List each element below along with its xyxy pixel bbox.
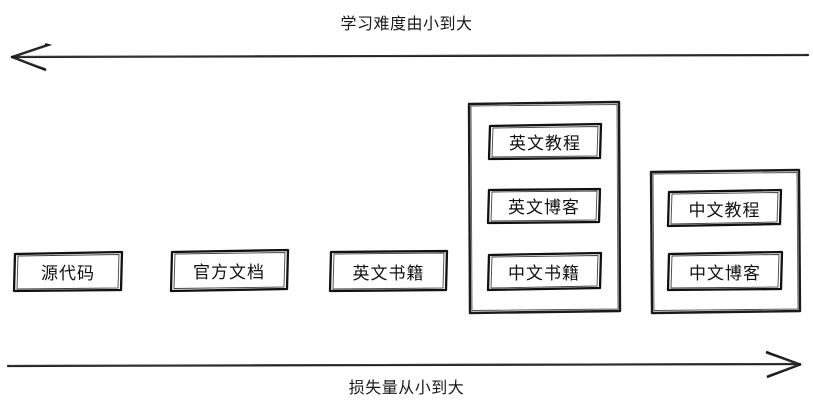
node-source-code[interactable]: 源代码	[41, 264, 95, 284]
top-axis-arrow	[10, 43, 810, 72]
top-axis-label: 学习难度由小到大	[340, 14, 473, 33]
node-english-tutorial[interactable]: 英文教程	[509, 134, 581, 154]
node-official-docs[interactable]: 官方文档	[193, 262, 265, 283]
node-chinese-tutorial[interactable]: 中文教程	[688, 200, 761, 221]
node-chinese-blog[interactable]: 中文博客	[689, 263, 761, 284]
bottom-axis-label: 损失量从小到大	[348, 378, 465, 397]
group-english-resources[interactable]	[468, 102, 620, 124]
group-chinese-resources[interactable]	[650, 170, 800, 190]
node-chinese-books[interactable]: 中文书籍	[508, 264, 580, 284]
node-english-books[interactable]: 英文书籍	[352, 263, 425, 284]
node-english-blog[interactable]: 英文博客	[508, 198, 580, 218]
